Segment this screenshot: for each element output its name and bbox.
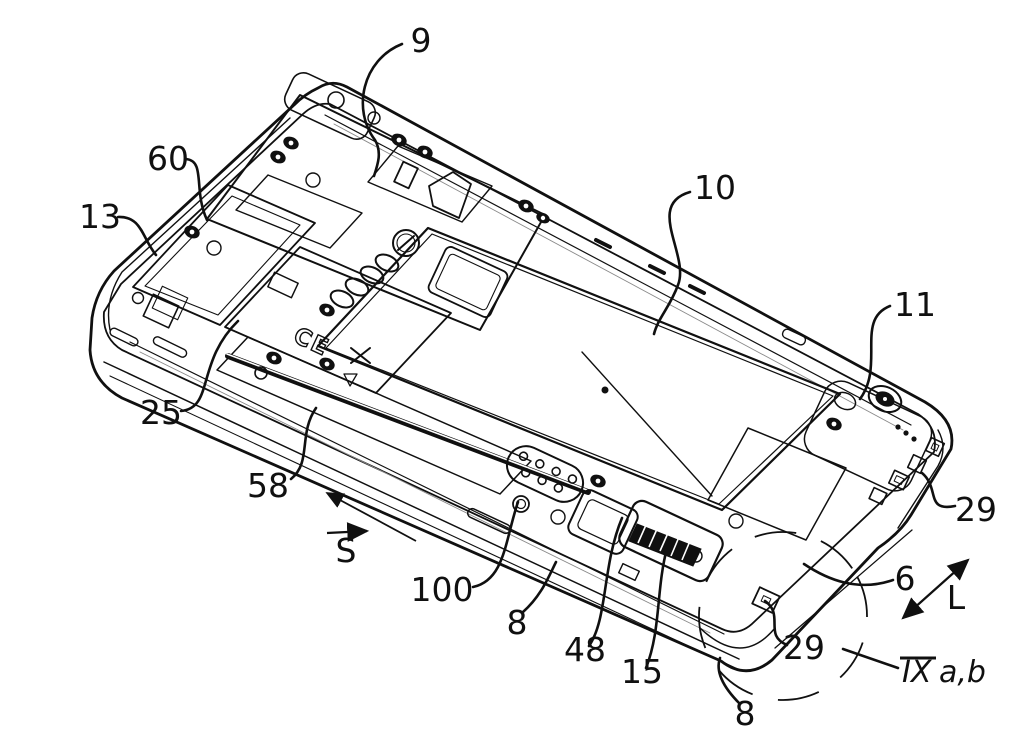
leader-8-bottom <box>717 656 742 706</box>
ref-label-100: 100 <box>411 570 474 609</box>
screw-hole <box>327 91 345 109</box>
wall-connector <box>618 562 640 582</box>
ref-label-8-left: 8 <box>507 603 528 642</box>
shell-parting-line <box>103 361 740 660</box>
side-connectors-29 <box>868 436 946 506</box>
ref-label-58: 58 <box>247 466 289 505</box>
corner-tab <box>283 72 377 140</box>
s-arrow <box>326 522 370 542</box>
leader-25 <box>179 319 240 413</box>
leader-48 <box>587 516 624 648</box>
leader-11 <box>858 304 892 401</box>
ref-label-60: 60 <box>147 139 189 178</box>
section-ab-suffix: a,b <box>939 655 986 690</box>
leader-lines <box>116 42 957 706</box>
right-inner-plate <box>707 427 847 541</box>
screw-hole <box>367 111 381 125</box>
speaker-grille-15 <box>618 499 724 583</box>
s-direction-label: S <box>336 531 357 570</box>
perforated-plate-100 <box>505 445 585 503</box>
section-label-ix: IX a,b <box>900 655 986 690</box>
right-end-compartment <box>803 380 933 492</box>
leader-10 <box>652 190 692 336</box>
l-arrow <box>901 558 970 620</box>
plate-cutout-2 <box>367 145 493 223</box>
plate-cutout <box>235 174 363 249</box>
leader-100 <box>471 500 520 589</box>
slotted-screw <box>392 229 420 257</box>
compartment-25 <box>224 246 452 394</box>
battery-crease <box>581 351 713 497</box>
camera-compartment <box>131 184 316 329</box>
indicator-dots <box>895 424 917 442</box>
leader-15 <box>644 546 669 670</box>
card-slot <box>428 171 472 219</box>
section-ix-numeral: IX <box>902 655 933 690</box>
screw-hole <box>131 291 145 305</box>
side-wall-slots <box>109 327 640 582</box>
speaker-module-48 <box>567 489 639 555</box>
leader-section-ix <box>841 647 900 670</box>
leader-29-right <box>920 471 957 509</box>
ref-label-48: 48 <box>564 630 606 669</box>
ref-label-11: 11 <box>894 285 936 324</box>
screw-hole <box>550 509 566 525</box>
right-wall-line <box>774 529 913 649</box>
ref-label-25: 25 <box>140 393 182 432</box>
detail-view-circle <box>698 531 868 701</box>
wall-lower-line <box>109 375 743 672</box>
acoustic-port <box>374 253 400 273</box>
screw-hole <box>512 495 530 513</box>
left-end-inner-line <box>107 117 291 331</box>
leader-6 <box>802 562 895 587</box>
screw-hole <box>206 240 222 256</box>
ref-label-10: 10 <box>694 168 736 207</box>
device-silhouette <box>88 81 954 673</box>
rim-gasket-dashes <box>594 238 706 295</box>
leader-8-left <box>521 560 558 614</box>
acoustic-port <box>359 265 385 285</box>
right-end-inner-line <box>897 429 944 529</box>
screw-hole <box>305 172 321 188</box>
acoustic-port <box>344 277 370 297</box>
ref-label-8-bottom: 8 <box>735 694 756 732</box>
leader-58 <box>289 406 318 481</box>
ref-label-29-bottom: 29 <box>783 628 825 667</box>
screw-hole <box>254 366 268 380</box>
leader-60 <box>184 157 209 222</box>
acoustic-port <box>329 289 355 309</box>
leader-9 <box>361 42 404 178</box>
ref-label-6: 6 <box>895 559 916 598</box>
top-face-rim <box>102 102 936 633</box>
far-rim-inner-line <box>324 114 912 426</box>
ref-label-9: 9 <box>411 21 432 60</box>
corner-connector-29 <box>751 586 781 614</box>
slide-direction-arrow <box>325 492 417 542</box>
ce-mark: CE <box>289 323 333 362</box>
sim-card-cutouts <box>267 160 509 318</box>
l-direction-label: L <box>947 578 966 617</box>
leader-13 <box>116 215 158 257</box>
reference-labels: 9 60 13 10 11 25 58 100 8 48 15 8 29 6 2… <box>79 21 997 732</box>
near-rim-inner-line <box>129 341 725 635</box>
ref-label-13: 13 <box>79 197 121 236</box>
corner-bumper <box>699 627 776 649</box>
ref-label-15: 15 <box>621 652 663 691</box>
weee-mark <box>343 347 371 387</box>
slide-rail-58 <box>216 336 532 495</box>
leader-29-bottom <box>763 599 789 647</box>
camera-boss <box>867 384 903 414</box>
battery-contact-dot <box>601 386 609 394</box>
screw-bosses <box>184 133 842 563</box>
screw-hole <box>833 391 857 411</box>
rim-pill <box>781 328 807 346</box>
direction-arrows <box>325 492 970 620</box>
screw-hole <box>728 513 744 529</box>
ref-label-29-right: 29 <box>955 490 997 529</box>
